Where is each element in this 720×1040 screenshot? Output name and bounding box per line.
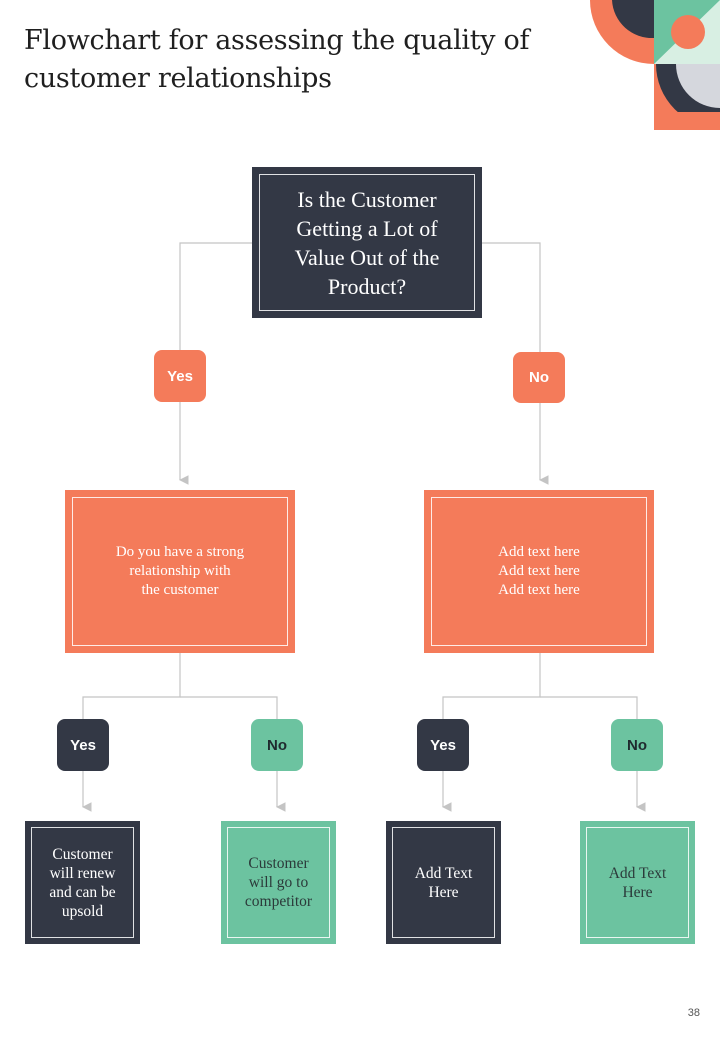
outcome-line: Customer (248, 855, 309, 872)
relationship-question-line: the customer (141, 582, 219, 598)
outcome-box-placeholder: Add Text Here (580, 821, 695, 944)
outcome-line: Here (428, 883, 459, 901)
page-title: Flowchart for assessing the quality of c… (24, 25, 530, 94)
relationship-question-text: Do you have a strong relationship with t… (72, 497, 288, 646)
placeholder-text: Add text here Add text here Add text her… (431, 497, 647, 646)
placeholder-text-box: Add text here Add text here Add text her… (424, 490, 654, 653)
placeholder-line: Add text here (498, 563, 580, 579)
no-label-level2: No (251, 719, 303, 771)
outcome-line: Add Text (608, 864, 667, 882)
no-label-level1: No (513, 352, 565, 403)
outcome-line: will go to (248, 874, 309, 891)
relationship-question-line: Do you have a strong (115, 544, 245, 560)
outcome-text: Add Text Here (586, 827, 689, 938)
outcome-line: will renew (49, 864, 116, 882)
outcome-line: competitor (244, 893, 313, 910)
root-question-line: Is the Customer (297, 186, 437, 212)
outcome-box-renew: Customer will renew and can be upsold (25, 821, 140, 944)
outcome-box-placeholder: Add Text Here (386, 821, 501, 944)
root-question-line: Getting a Lot of (296, 215, 438, 241)
outcome-box-competitor: Customer will go to competitor (221, 821, 336, 944)
outcome-line: Add Text (414, 864, 473, 882)
yes-label-level2: Yes (57, 719, 109, 771)
page-number: 38 (687, 1007, 700, 1019)
outcome-text: Add Text Here (392, 827, 495, 938)
root-question-line: Value Out of the (294, 244, 440, 270)
root-question-line: Product? (327, 273, 407, 299)
relationship-question-box: Do you have a strong relationship with t… (65, 490, 295, 653)
root-question-box: Is the Customer Getting a Lot of Value O… (252, 167, 482, 318)
outcome-line: Customer (52, 845, 113, 863)
outcome-line: Here (622, 883, 653, 901)
root-question-text: Is the Customer Getting a Lot of Value O… (259, 174, 475, 311)
yes-label-level2: Yes (417, 719, 469, 771)
outcome-text: Customer will renew and can be upsold (31, 827, 134, 938)
outcome-text: Customer will go to competitor (227, 827, 330, 938)
placeholder-line: Add text here (498, 544, 580, 560)
placeholder-line: Add text here (498, 582, 580, 598)
yes-label-level1: Yes (154, 350, 206, 402)
outcome-line: upsold (61, 902, 104, 920)
decorative-shapes-graphic (590, 0, 720, 130)
outcome-line: and can be (49, 883, 116, 901)
no-label-level2: No (611, 719, 663, 771)
relationship-question-line: relationship with (129, 563, 231, 579)
